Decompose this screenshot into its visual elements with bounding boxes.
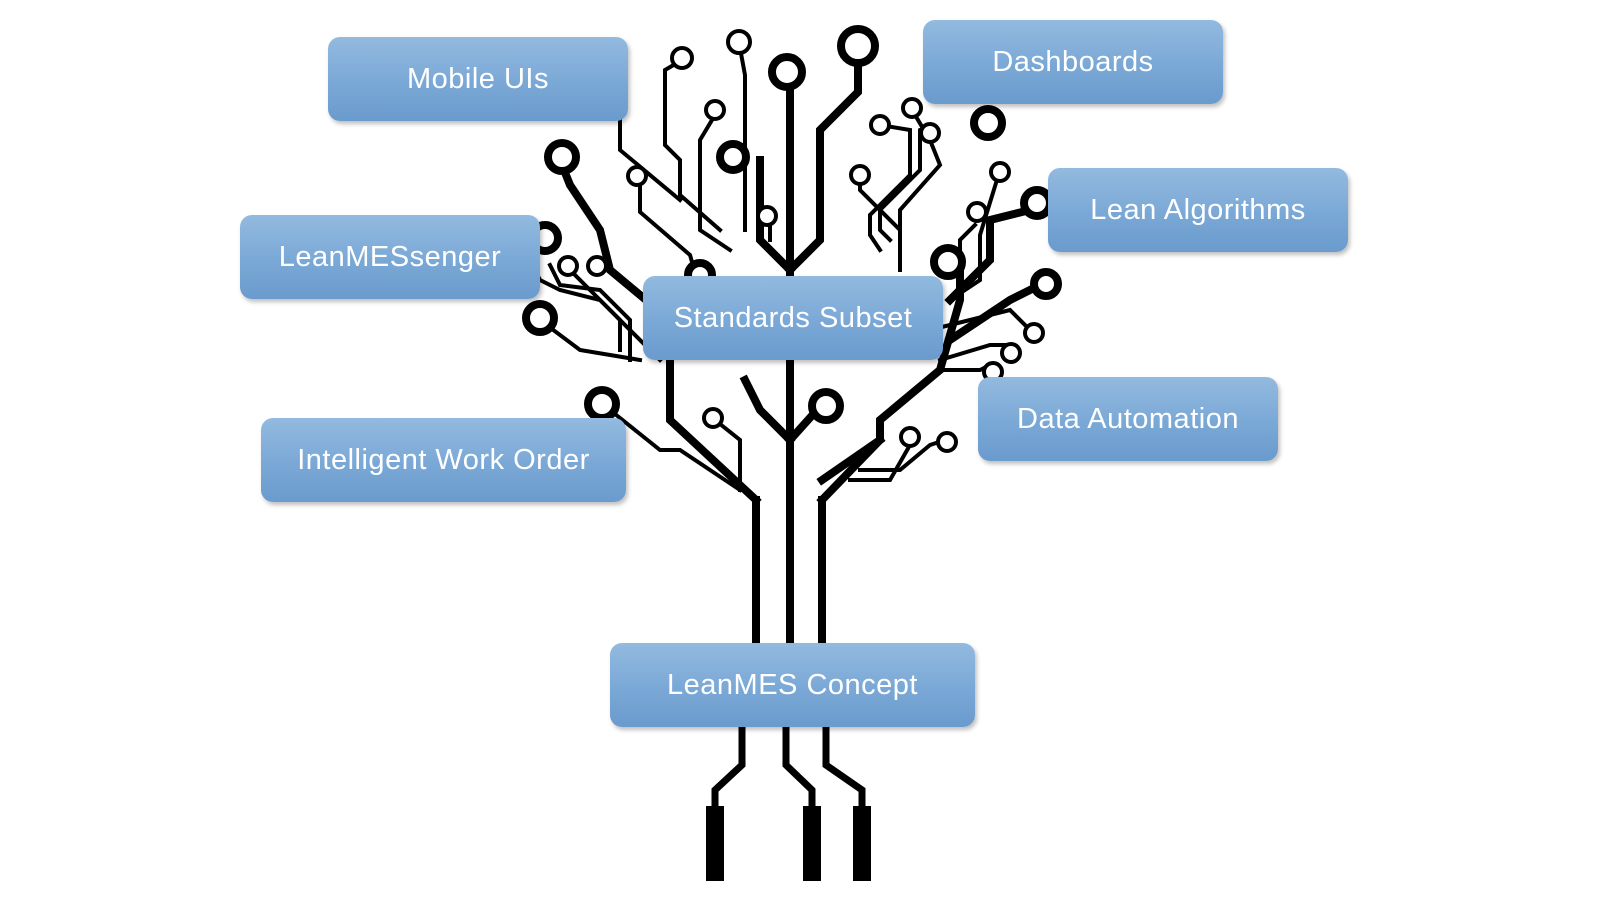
node-standards-subset-label: Standards Subset [673,301,913,334]
node-mobile-uis-label: Mobile UIs [407,62,549,95]
node-intelligent-work-order-label: Intelligent Work Order [297,443,590,476]
node-leanmessenger[interactable]: LeanMESsenger [240,215,540,299]
main-branches [554,51,1046,506]
node-leanmes-concept[interactable]: LeanMES Concept [610,643,975,727]
pads-small [557,29,1045,453]
node-intelligent-work-order[interactable]: Intelligent Work Order [261,418,626,502]
node-data-automation[interactable]: Data Automation [978,377,1278,461]
connector-legs [711,726,866,874]
pads-large [522,25,1062,424]
node-standards-subset[interactable]: Standards Subset [643,276,943,360]
node-dashboards[interactable]: Dashboards [923,20,1223,104]
node-lean-algorithms[interactable]: Lean Algorithms [1048,168,1348,252]
node-mobile-uis[interactable]: Mobile UIs [328,37,628,121]
node-leanmes-concept-label: LeanMES Concept [667,668,918,701]
node-dashboards-label: Dashboards [992,45,1154,78]
node-leanmessenger-label: LeanMESsenger [278,240,502,273]
connector-pads [706,806,871,881]
node-data-automation-label: Data Automation [1017,402,1239,435]
node-lean-algorithms-label: Lean Algorithms [1090,193,1306,226]
